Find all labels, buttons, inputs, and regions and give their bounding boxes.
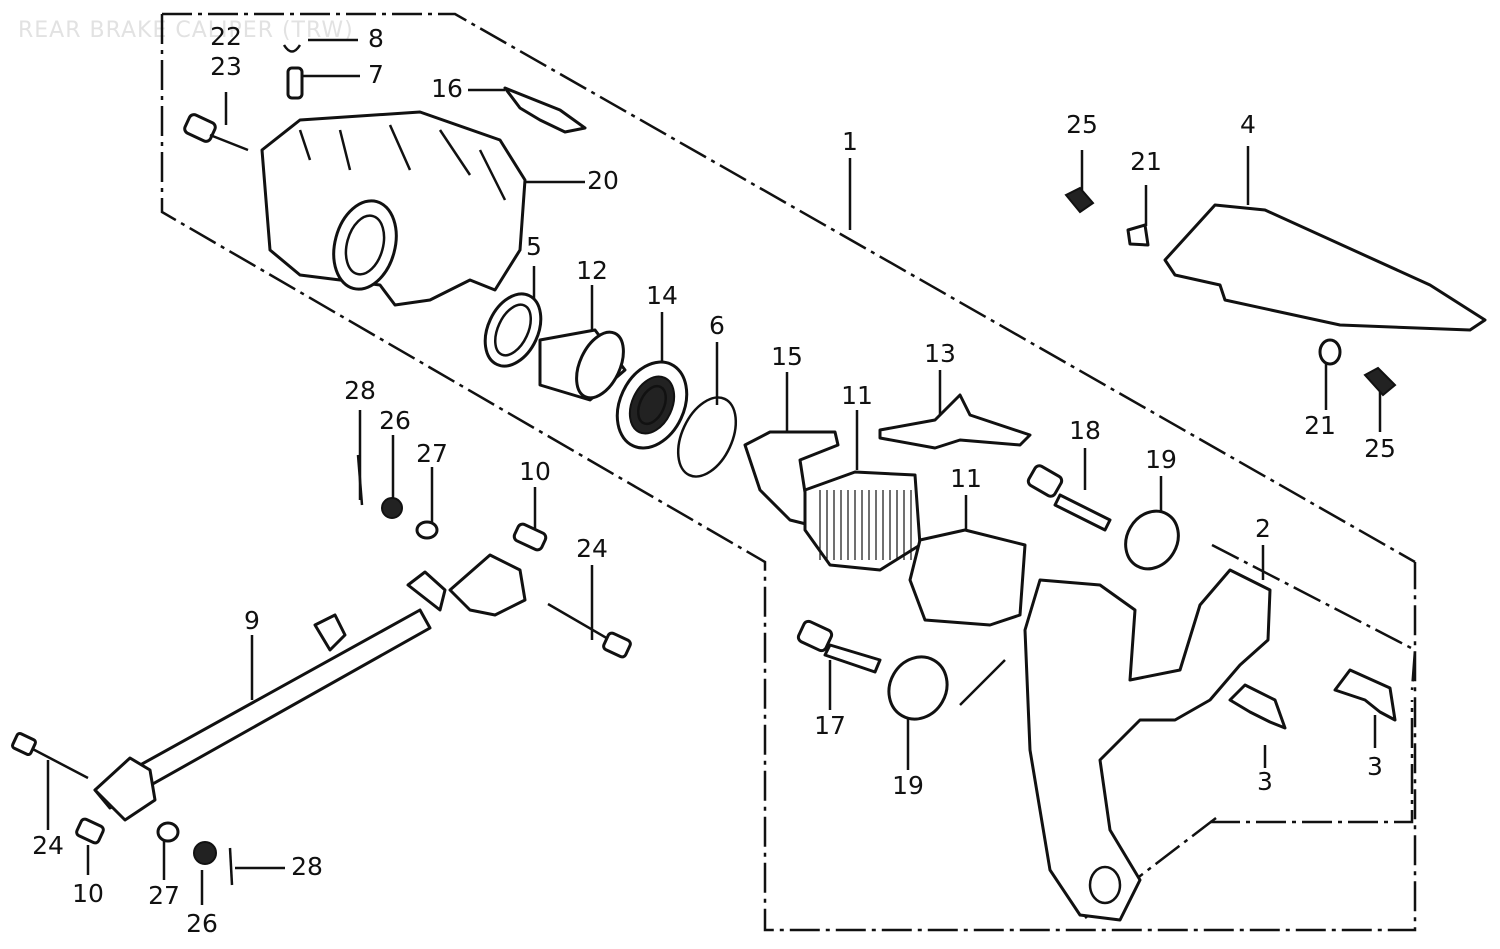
clip-left bbox=[1228, 683, 1287, 730]
callout-24-bottom: 24 bbox=[32, 831, 64, 860]
callout-23: 23 bbox=[210, 52, 242, 81]
callout-13: 13 bbox=[924, 339, 956, 368]
callout-5: 5 bbox=[526, 232, 542, 261]
pad-shim bbox=[743, 430, 840, 527]
guide-pins bbox=[796, 464, 1180, 721]
callout-9: 9 bbox=[244, 606, 260, 635]
caliper-body bbox=[260, 110, 527, 307]
bracket-hole bbox=[1088, 865, 1122, 905]
callout-18: 18 bbox=[1069, 416, 1101, 445]
brake-pads bbox=[803, 470, 1027, 627]
callout-21-top: 21 bbox=[1130, 147, 1162, 176]
callout-21-bottom: 21 bbox=[1304, 411, 1336, 440]
callout-10-top: 10 bbox=[519, 457, 551, 486]
anti-rattle-clip bbox=[878, 393, 1032, 450]
caliper-bracket bbox=[1023, 568, 1272, 922]
callout-28-top: 28 bbox=[344, 376, 376, 405]
callout-11-left: 11 bbox=[841, 381, 873, 410]
callout-17: 17 bbox=[814, 711, 846, 740]
callout-22: 22 bbox=[210, 22, 242, 51]
callout-12: 12 bbox=[576, 256, 608, 285]
callout-labels: 22 23 8 7 16 20 1 25 21 4 5 12 14 6 15 1… bbox=[32, 22, 1396, 938]
splash-shield bbox=[1163, 203, 1487, 332]
callout-19-top: 19 bbox=[1145, 445, 1177, 474]
callout-27-top: 27 bbox=[416, 439, 448, 468]
callout-19-bottom: 19 bbox=[892, 771, 924, 800]
callout-4: 4 bbox=[1240, 110, 1256, 139]
callout-7: 7 bbox=[368, 60, 384, 89]
callout-20: 20 bbox=[587, 166, 619, 195]
callout-16: 16 bbox=[431, 74, 463, 103]
callout-26-bottom: 26 bbox=[186, 909, 218, 938]
assembly-frame bbox=[160, 12, 1417, 932]
callout-1: 1 bbox=[842, 127, 858, 156]
bleeder-parts bbox=[183, 44, 304, 152]
callout-6: 6 bbox=[709, 311, 725, 340]
piston-assembly bbox=[483, 292, 738, 478]
callout-3-left: 3 bbox=[1257, 767, 1273, 796]
callout-27-bottom: 27 bbox=[148, 881, 180, 910]
pad-spring bbox=[503, 86, 587, 134]
callout-25-top: 25 bbox=[1066, 110, 1098, 139]
diagram-title: REAR BRAKE CALIPER (TRW) bbox=[18, 18, 354, 43]
callout-25-bottom: 25 bbox=[1364, 434, 1396, 463]
leader-lines bbox=[46, 38, 1382, 905]
callout-10-bottom: 10 bbox=[72, 879, 104, 908]
parking-brake-arm bbox=[93, 553, 527, 822]
hardware-small bbox=[11, 186, 1397, 886]
callout-8: 8 bbox=[368, 24, 384, 53]
callout-15: 15 bbox=[771, 342, 803, 371]
callout-24-top: 24 bbox=[576, 534, 608, 563]
callout-26-top: 26 bbox=[379, 406, 411, 435]
callout-3-right: 3 bbox=[1367, 752, 1383, 781]
callout-2: 2 bbox=[1255, 514, 1271, 543]
callout-11-right: 11 bbox=[950, 464, 982, 493]
callout-14: 14 bbox=[646, 281, 678, 310]
clip-right bbox=[1333, 668, 1397, 722]
callout-28-bottom: 28 bbox=[291, 852, 323, 881]
